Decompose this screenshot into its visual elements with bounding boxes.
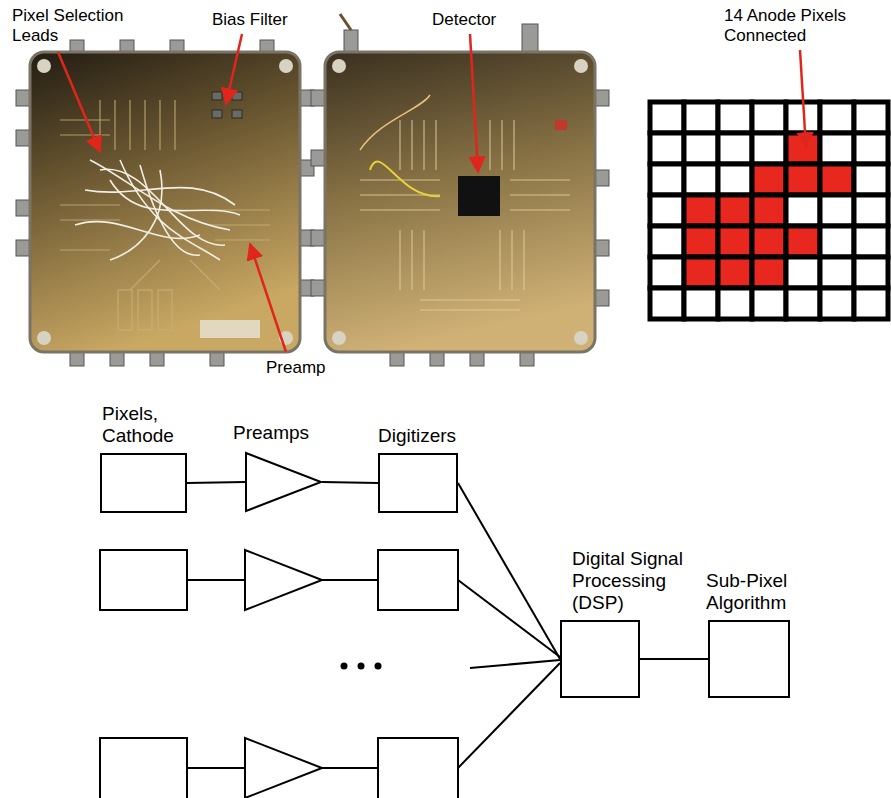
pixel-cell [684, 226, 718, 257]
pixel-cell [820, 164, 854, 195]
pixel-cell [820, 226, 854, 257]
pixel-cell [684, 195, 718, 226]
column-heading: Sub-Pixel Algorithm [706, 570, 806, 614]
process-box: Sub-Pixel Algorithm [708, 620, 790, 698]
pixel-cell [752, 133, 786, 164]
connectors [16, 40, 314, 366]
pixel-cell [820, 102, 854, 133]
board-traces [60, 100, 270, 338]
pixel-cell [820, 257, 854, 288]
connectors [311, 24, 609, 366]
pixel-cell [854, 102, 888, 133]
column-heading: Digital Signal Processing (DSP) [572, 548, 684, 614]
pixel-cell [684, 133, 718, 164]
pixel-cell [854, 288, 888, 319]
pixel-cell [684, 288, 718, 319]
signal-connector [458, 483, 560, 659]
pixel-cell [684, 102, 718, 133]
detector-board [325, 52, 595, 352]
pixel-cell [650, 226, 684, 257]
pixel-cell [854, 226, 888, 257]
process-box: Digitizers [378, 453, 458, 513]
pixel-cell [752, 195, 786, 226]
pixel-cell [650, 133, 684, 164]
pixel-cell [752, 226, 786, 257]
pixel-cell [684, 164, 718, 195]
pixel-cell [854, 257, 888, 288]
column-heading: Preamps [233, 422, 343, 444]
callout-label: Bias Filter [212, 10, 322, 30]
pixel-cell [718, 102, 752, 133]
pixel-cell [650, 288, 684, 319]
component [555, 120, 567, 130]
mount-holes [37, 59, 293, 345]
ellipsis-dots [341, 663, 382, 670]
bond-wire [370, 162, 440, 197]
amplifier-triangle: Preamps [245, 452, 322, 512]
callout-label: Preamp [266, 358, 356, 378]
pixel-cell [752, 164, 786, 195]
pixel-cell [718, 288, 752, 319]
pixel-cell [718, 226, 752, 257]
pixel-cell [854, 164, 888, 195]
pixel-cell [820, 133, 854, 164]
pixel-cell [752, 288, 786, 319]
preamp-board [30, 52, 300, 352]
column-heading: Pixels, Cathode [102, 403, 197, 447]
pixel-cell [718, 257, 752, 288]
mount-holes [332, 59, 588, 345]
pixel-cell [684, 257, 718, 288]
bond-wire [360, 95, 430, 150]
pixel-cell [786, 195, 820, 226]
signal-connector [322, 482, 378, 483]
pixel-cell [752, 257, 786, 288]
callout-label: Pixel Selection Leads [12, 6, 142, 46]
pixel-cell [718, 164, 752, 195]
anode-pixel-grid [650, 102, 888, 319]
callout-label: 14 Anode Pixels Connected [724, 6, 874, 46]
pixel-cell [854, 133, 888, 164]
signal-connector [187, 482, 245, 483]
pixel-cell [650, 257, 684, 288]
column-heading: Digitizers [378, 425, 488, 447]
board-traces [360, 120, 570, 310]
pixel-cell [718, 195, 752, 226]
pixel-cell [650, 164, 684, 195]
channel-blocks [100, 550, 458, 798]
amplifier-outline [245, 452, 322, 512]
pixel-cell [786, 133, 820, 164]
cable [340, 14, 351, 30]
pixel-cell [786, 288, 820, 319]
channel-wires [187, 580, 560, 768]
pixel-cell [854, 195, 888, 226]
callout-label: Detector [432, 10, 532, 30]
pixel-cell [786, 257, 820, 288]
pixel-cell [786, 164, 820, 195]
pixel-cell [650, 102, 684, 133]
detector-chip [458, 176, 500, 216]
selection-wires [75, 160, 240, 260]
pixel-cell [820, 195, 854, 226]
pixel-cell [820, 288, 854, 319]
pixel-cell [752, 102, 786, 133]
pixel-cell [718, 133, 752, 164]
signal-connector [640, 658, 708, 660]
process-box: Pixels, Cathode [100, 453, 187, 513]
leader-lines [58, 34, 806, 352]
process-box: Digital Signal Processing (DSP) [560, 620, 640, 698]
pixel-cell [786, 226, 820, 257]
pixel-cell [650, 195, 684, 226]
